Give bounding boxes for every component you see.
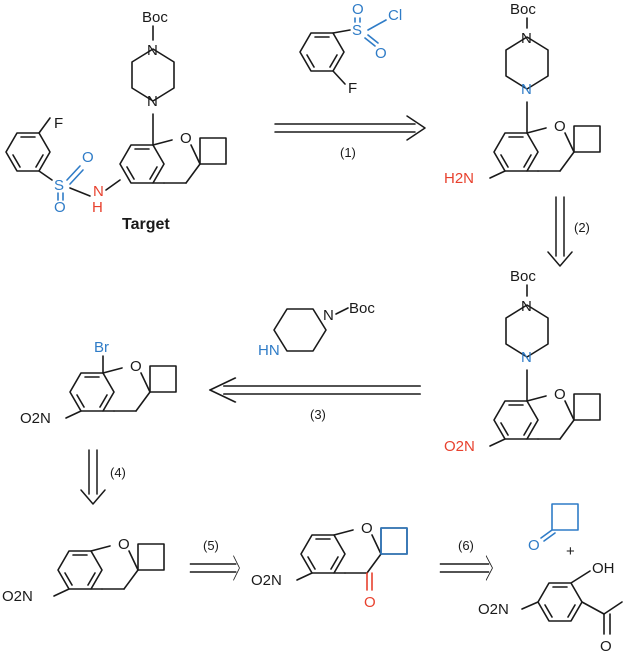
atom-boc: Boc bbox=[510, 1, 536, 18]
atom-o-ring: O bbox=[180, 130, 192, 147]
hydroxy-nitroacetophenone-starting-material: OH O O2N bbox=[478, 560, 623, 655]
atom-o-ketone: O bbox=[600, 638, 612, 655]
atom-n-piperazine-upper: N bbox=[521, 298, 532, 315]
boc-piperazine-reagent: HN N Boc bbox=[258, 300, 375, 359]
atom-br: Br bbox=[94, 339, 109, 356]
atom-boc: Boc bbox=[142, 9, 168, 26]
target-label: Target bbox=[122, 216, 170, 233]
spiro-chroman-core bbox=[494, 126, 600, 171]
step-5-label: (5) bbox=[203, 538, 219, 553]
atom-f: F bbox=[54, 115, 63, 132]
step-6-label: (6) bbox=[458, 538, 474, 553]
nitro-chroman-intermediate: O O2N bbox=[2, 536, 164, 605]
atom-hn: HN bbox=[258, 342, 280, 359]
step-5-arrow bbox=[189, 555, 241, 581]
nitro-piperazine-intermediate: O O2N N N Boc bbox=[444, 268, 600, 455]
step-4-label: (4) bbox=[110, 465, 126, 480]
step-3-arrow bbox=[208, 376, 422, 404]
atom-oh: OH bbox=[592, 560, 615, 577]
cyclobutanone-starting-material: O bbox=[528, 503, 579, 554]
atom-o-ketone: O bbox=[528, 537, 540, 554]
bromo-nitro-intermediate: O Br O2N bbox=[20, 339, 176, 427]
atom-n-piperazine-lower: N bbox=[521, 81, 532, 98]
piperazine-ring bbox=[273, 308, 327, 352]
benzene-ring bbox=[537, 582, 583, 622]
atom-boc: Boc bbox=[510, 268, 536, 285]
atom-o2n: O2N bbox=[2, 588, 33, 605]
atom-h: H bbox=[92, 199, 103, 216]
amine-intermediate: O H2N N N Boc bbox=[444, 1, 600, 187]
atom-n-piperazine-upper: N bbox=[147, 42, 158, 59]
spiro-chromanone-core bbox=[301, 528, 407, 573]
atom-n-boc: N bbox=[323, 307, 334, 324]
atom-n-piperazine-lower: N bbox=[147, 93, 158, 110]
atom-o-ring: O bbox=[554, 118, 566, 135]
fluorophenyl-ring bbox=[5, 132, 51, 172]
atom-n-piperazine-upper: N bbox=[521, 30, 532, 47]
atom-o-ketone: O bbox=[364, 594, 376, 611]
atom-o-ring: O bbox=[361, 520, 373, 537]
atom-o-ring: O bbox=[554, 386, 566, 403]
spiro-chroman-core bbox=[58, 544, 164, 589]
step-2-label: (2) bbox=[574, 220, 590, 235]
atom-h2n: H2N bbox=[444, 170, 474, 187]
sulfonyl-chloride-reagent: F S O O Cl bbox=[299, 1, 402, 97]
plus-sign: + bbox=[566, 543, 575, 560]
atom-o-ring: O bbox=[130, 358, 142, 375]
atom-n-piperazine-lower: N bbox=[521, 349, 532, 366]
atom-o2n: O2N bbox=[444, 438, 475, 455]
atom-o-bottom: O bbox=[375, 45, 387, 62]
spiro-chroman-core bbox=[494, 394, 600, 439]
step-1-arrow bbox=[274, 115, 426, 141]
spiro-chroman-core bbox=[70, 366, 176, 411]
atom-o-sulfonyl-bottom: O bbox=[54, 199, 66, 216]
atom-n-amide: N bbox=[93, 183, 104, 200]
step-6-arrow bbox=[439, 555, 494, 581]
atom-f: F bbox=[348, 80, 357, 97]
atom-cl: Cl bbox=[388, 7, 402, 24]
atom-o-sulfonyl-top: O bbox=[82, 149, 94, 166]
target-molecule: F S O O H N O N N Boc Target bbox=[5, 9, 226, 233]
atom-o-ring: O bbox=[118, 536, 130, 553]
atom-s: S bbox=[352, 22, 362, 39]
fluorophenyl-ring-reagent bbox=[299, 32, 345, 72]
atom-s: S bbox=[54, 177, 64, 194]
chromanone-intermediate: O O O2N bbox=[251, 520, 408, 611]
step-1-label: (1) bbox=[340, 145, 356, 160]
atom-boc: Boc bbox=[349, 300, 375, 317]
step-2-arrow bbox=[547, 196, 573, 267]
step-3-label: (3) bbox=[310, 407, 326, 422]
step-4-arrow bbox=[80, 449, 106, 505]
spiro-chroman-core bbox=[120, 138, 226, 183]
atom-o2n: O2N bbox=[20, 410, 51, 427]
atom-o2n: O2N bbox=[251, 572, 282, 589]
atom-o-top: O bbox=[352, 1, 364, 18]
atom-o2n: O2N bbox=[478, 601, 509, 618]
